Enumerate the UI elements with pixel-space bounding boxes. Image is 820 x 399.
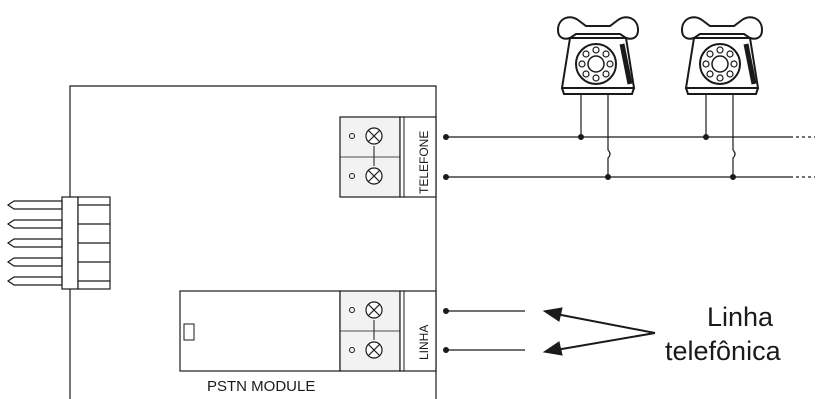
telefone-label: TELEFONE [417, 131, 431, 194]
screw-terminal-icon [365, 341, 383, 359]
pin-header [6, 196, 111, 290]
header-pin-icon [6, 200, 110, 286]
junction-dots [443, 134, 736, 180]
line-dots [443, 308, 449, 353]
phone-wiring [446, 95, 815, 178]
pstn-module-label: PSTN MODULE [207, 378, 315, 395]
telephone-icon [682, 17, 762, 94]
linha-telefonica-line2: telefônica [665, 336, 782, 366]
screw-terminal-icon [365, 301, 383, 319]
pointer-arrows [542, 307, 656, 356]
line-wiring [446, 310, 525, 351]
telephone-icon [558, 17, 638, 94]
linha-label: LINHA [417, 325, 431, 360]
linha-telefonica-line1: Linha [707, 302, 774, 332]
screw-terminal-icon [365, 127, 383, 145]
pstn-module: LINHA PSTN MODULE [179, 290, 437, 395]
screw-terminal-icon [365, 167, 383, 185]
telefone-terminal: TELEFONE [339, 116, 437, 198]
